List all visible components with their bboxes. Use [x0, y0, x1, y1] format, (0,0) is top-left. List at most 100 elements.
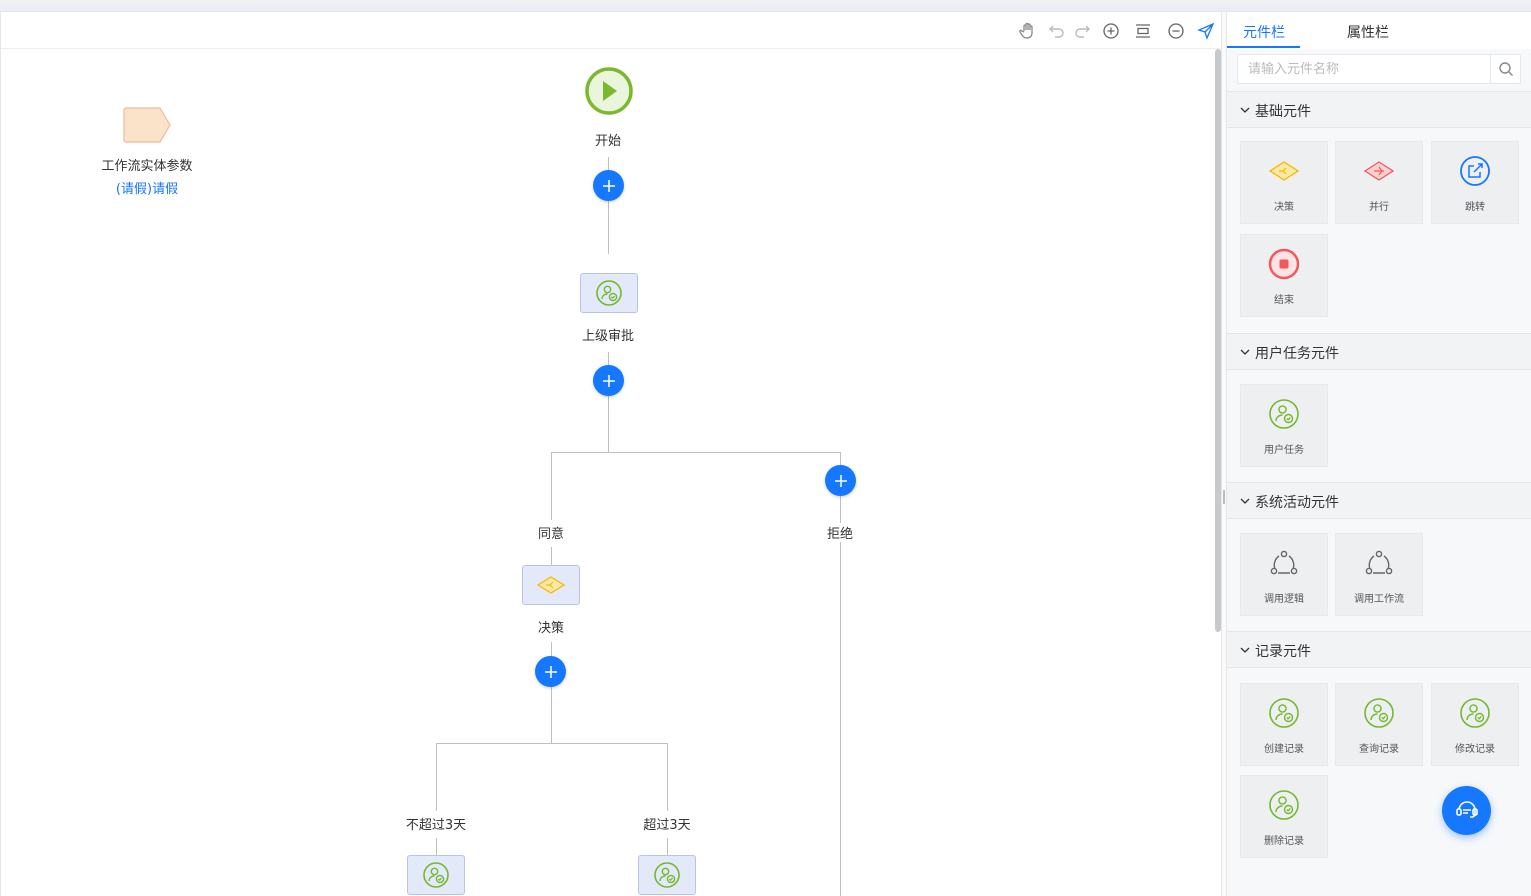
chevron-down-icon	[1240, 647, 1250, 653]
decision-node[interactable]	[522, 565, 580, 605]
panel-splitter[interactable]	[1221, 12, 1227, 896]
add-node-button[interactable]	[535, 656, 566, 687]
user-task-icon	[423, 862, 449, 888]
component-query-record[interactable]: 查询记录	[1335, 683, 1423, 766]
component-label: 并行	[1369, 202, 1389, 213]
assistant-icon	[1455, 800, 1478, 818]
zoom-in-icon[interactable]	[1100, 20, 1122, 42]
zoom-out-icon[interactable]	[1165, 20, 1187, 42]
component-user-task[interactable]: 用户任务	[1240, 384, 1328, 467]
connector-line	[436, 743, 437, 811]
active-tab-indicator	[1227, 46, 1300, 48]
workflow-canvas[interactable]: 工作流实体参数 (请假)请假 开始 上级审批 同意 拒绝	[0, 12, 1221, 896]
component-label: 调用逻辑	[1264, 594, 1304, 605]
connector-line	[551, 547, 552, 565]
component-label: 查询记录	[1359, 744, 1399, 755]
component-label: 修改记录	[1455, 744, 1495, 755]
entity-parameter-link[interactable]: (请假)请假	[115, 182, 179, 197]
user-task-icon	[596, 280, 622, 306]
search-button[interactable]	[1490, 55, 1520, 83]
undo-icon[interactable]	[1046, 20, 1068, 42]
component-label: 结束	[1274, 295, 1294, 306]
branch-le3-label[interactable]: 不超过3天	[403, 814, 469, 833]
call-logic-icon	[1270, 550, 1298, 575]
component-call-logic[interactable]: 调用逻辑	[1240, 533, 1328, 616]
component-call-workflow[interactable]: 调用工作流	[1335, 533, 1423, 616]
user-task-icon	[654, 862, 680, 888]
decision-icon	[1268, 161, 1300, 181]
chevron-down-icon	[1240, 107, 1250, 113]
section-system-activity[interactable]: 系统活动元件	[1227, 482, 1531, 519]
decision-node-label: 决策	[535, 617, 567, 636]
component-label: 用户任务	[1264, 445, 1304, 456]
section-title: 系统活动元件	[1255, 495, 1339, 511]
component-jump[interactable]: 跳转	[1431, 141, 1519, 224]
connector-line	[608, 157, 609, 254]
user-task-node[interactable]	[407, 855, 465, 895]
section-title: 用户任务元件	[1255, 346, 1339, 362]
component-parallel[interactable]: 并行	[1335, 141, 1423, 224]
tab-components[interactable]: 元件栏	[1243, 25, 1285, 41]
create-record-icon	[1269, 698, 1299, 728]
component-end[interactable]: 结束	[1240, 234, 1328, 317]
section-user-task[interactable]: 用户任务元件	[1227, 333, 1531, 370]
component-label: 调用工作流	[1354, 594, 1404, 605]
connector-line	[551, 452, 552, 520]
start-node-icon[interactable]	[585, 67, 633, 115]
assistant-button[interactable]	[1442, 786, 1491, 835]
chevron-down-icon	[1240, 498, 1250, 504]
connector-line	[667, 743, 668, 811]
connector-line	[608, 352, 609, 452]
redo-icon[interactable]	[1071, 20, 1093, 42]
connector-line	[436, 743, 667, 744]
component-label: 创建记录	[1264, 744, 1304, 755]
hand-icon[interactable]	[1017, 20, 1039, 42]
section-record[interactable]: 记录元件	[1227, 631, 1531, 668]
fit-icon[interactable]	[1132, 20, 1154, 42]
update-record-icon	[1460, 698, 1490, 728]
connector-line	[551, 452, 840, 453]
user-task-icon	[1269, 399, 1299, 429]
approval-node-label: 上级审批	[579, 325, 637, 344]
decision-icon	[536, 576, 566, 594]
branch-gt3-label[interactable]: 超过3天	[641, 814, 693, 833]
branch-reject-label[interactable]: 拒绝	[824, 523, 856, 542]
entity-parameter-title: 工作流实体参数	[101, 159, 193, 174]
entity-parameter-icon[interactable]	[123, 106, 173, 144]
canvas-toolbar	[1, 12, 1221, 49]
add-node-button[interactable]	[593, 365, 624, 396]
component-label: 删除记录	[1264, 836, 1304, 847]
jump-icon	[1460, 156, 1490, 186]
connector-line	[436, 838, 437, 856]
user-task-node[interactable]	[638, 855, 696, 895]
search-icon	[1498, 62, 1513, 76]
component-search-input[interactable]	[1238, 55, 1491, 83]
delete-record-icon	[1269, 790, 1299, 820]
component-panel: 元件栏 属性栏 基础元件 决策 并行 跳转 结束 用户任务元件 用户任务	[1227, 12, 1531, 896]
connector-line	[840, 452, 841, 896]
approval-node[interactable]	[580, 273, 638, 313]
section-basic[interactable]: 基础元件	[1227, 91, 1531, 128]
canvas-scrollbar[interactable]	[1215, 49, 1221, 632]
component-label: 决策	[1274, 202, 1294, 213]
section-title: 基础元件	[1255, 104, 1311, 120]
component-label: 跳转	[1465, 202, 1485, 213]
panel-tabs: 元件栏 属性栏	[1227, 12, 1531, 49]
component-decision[interactable]: 决策	[1240, 141, 1328, 224]
top-bar	[0, 0, 1531, 12]
tab-properties[interactable]: 属性栏	[1347, 25, 1389, 41]
connector-line	[667, 838, 668, 856]
component-delete-record[interactable]: 删除记录	[1240, 775, 1328, 858]
add-node-button[interactable]	[593, 170, 624, 201]
parallel-icon	[1363, 161, 1395, 181]
send-icon[interactable]	[1195, 20, 1217, 42]
add-node-button[interactable]	[825, 465, 856, 496]
start-node-label: 开始	[592, 130, 624, 149]
query-record-icon	[1364, 698, 1394, 728]
component-create-record[interactable]: 创建记录	[1240, 683, 1328, 766]
component-update-record[interactable]: 修改记录	[1431, 683, 1519, 766]
branch-agree-label[interactable]: 同意	[535, 523, 567, 542]
connector-line	[551, 642, 552, 743]
splitter-grip[interactable]	[1223, 490, 1225, 504]
end-icon	[1268, 248, 1300, 280]
